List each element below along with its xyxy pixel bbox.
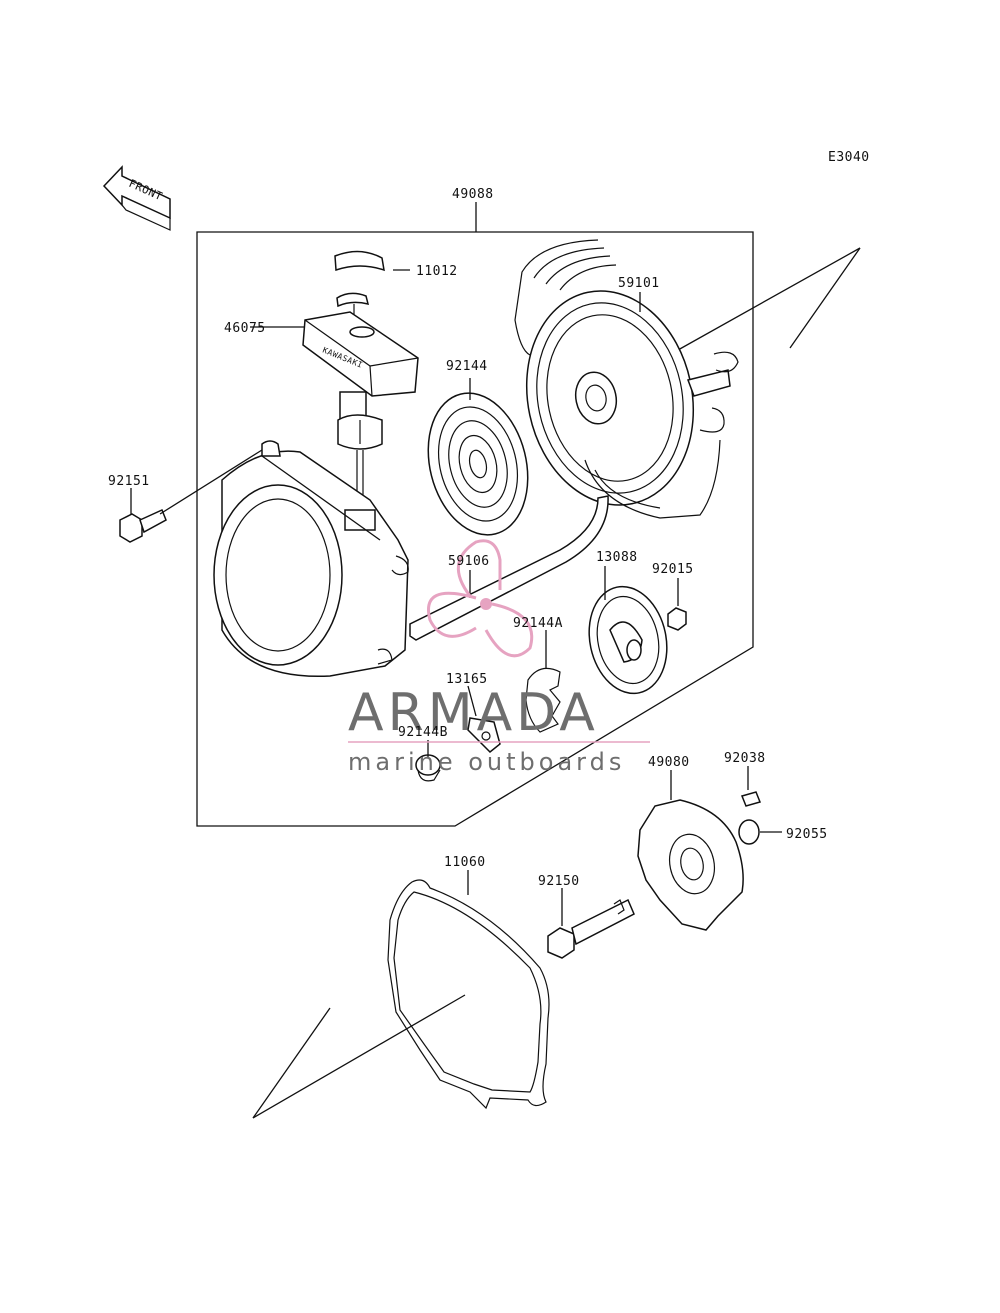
propeller-logo-icon	[427, 539, 534, 658]
bolt-92150	[547, 888, 635, 959]
plate-13088	[588, 566, 668, 695]
spring-92144	[427, 378, 529, 536]
handle-46075: KAWASAKI	[250, 292, 419, 500]
diagram-code: E3040	[828, 150, 870, 165]
front-arrow-icon: FRONT	[102, 165, 171, 231]
starter-housing	[213, 440, 409, 678]
part-label-49088: 49088	[452, 187, 494, 202]
rope-59106	[409, 495, 609, 641]
part-label-92144: 92144	[446, 359, 488, 374]
watermark: ARMADA marine outboards	[348, 539, 650, 776]
part-label-92150: 92150	[538, 874, 580, 889]
part-label-92144B: 92144B	[398, 725, 448, 740]
gasket-11060	[387, 870, 550, 1110]
ratchet-49080	[637, 770, 744, 931]
part-label-11060: 11060	[444, 855, 486, 870]
spring-92144A	[525, 630, 561, 733]
part-label-46075: 46075	[224, 321, 266, 336]
nut-92015	[667, 578, 687, 631]
key-92038	[740, 766, 762, 807]
part-label-11012: 11012	[416, 264, 458, 279]
watermark-tagline: marine outboards	[348, 748, 625, 776]
part-label-49080: 49080	[648, 755, 690, 770]
pulley-59101	[514, 239, 739, 519]
part-label-92055: 92055	[786, 827, 828, 842]
spring-92144B	[415, 740, 441, 782]
assembly-outline	[196, 231, 754, 827]
part-label-92038: 92038	[724, 751, 766, 766]
bolt-92151	[119, 449, 263, 543]
part-label-59106: 59106	[448, 554, 490, 569]
part-label-92144A: 92144A	[513, 616, 563, 631]
part-label-13088: 13088	[596, 550, 638, 565]
oring-92055	[738, 819, 782, 845]
part-label-92151: 92151	[108, 474, 150, 489]
part-label-92015: 92015	[652, 562, 694, 577]
pawl-13165	[467, 685, 501, 754]
cap-11012	[334, 250, 410, 272]
part-label-13165: 13165	[446, 672, 488, 687]
part-label-59101: 59101	[618, 276, 660, 291]
watermark-name: ARMADA	[348, 683, 599, 743]
